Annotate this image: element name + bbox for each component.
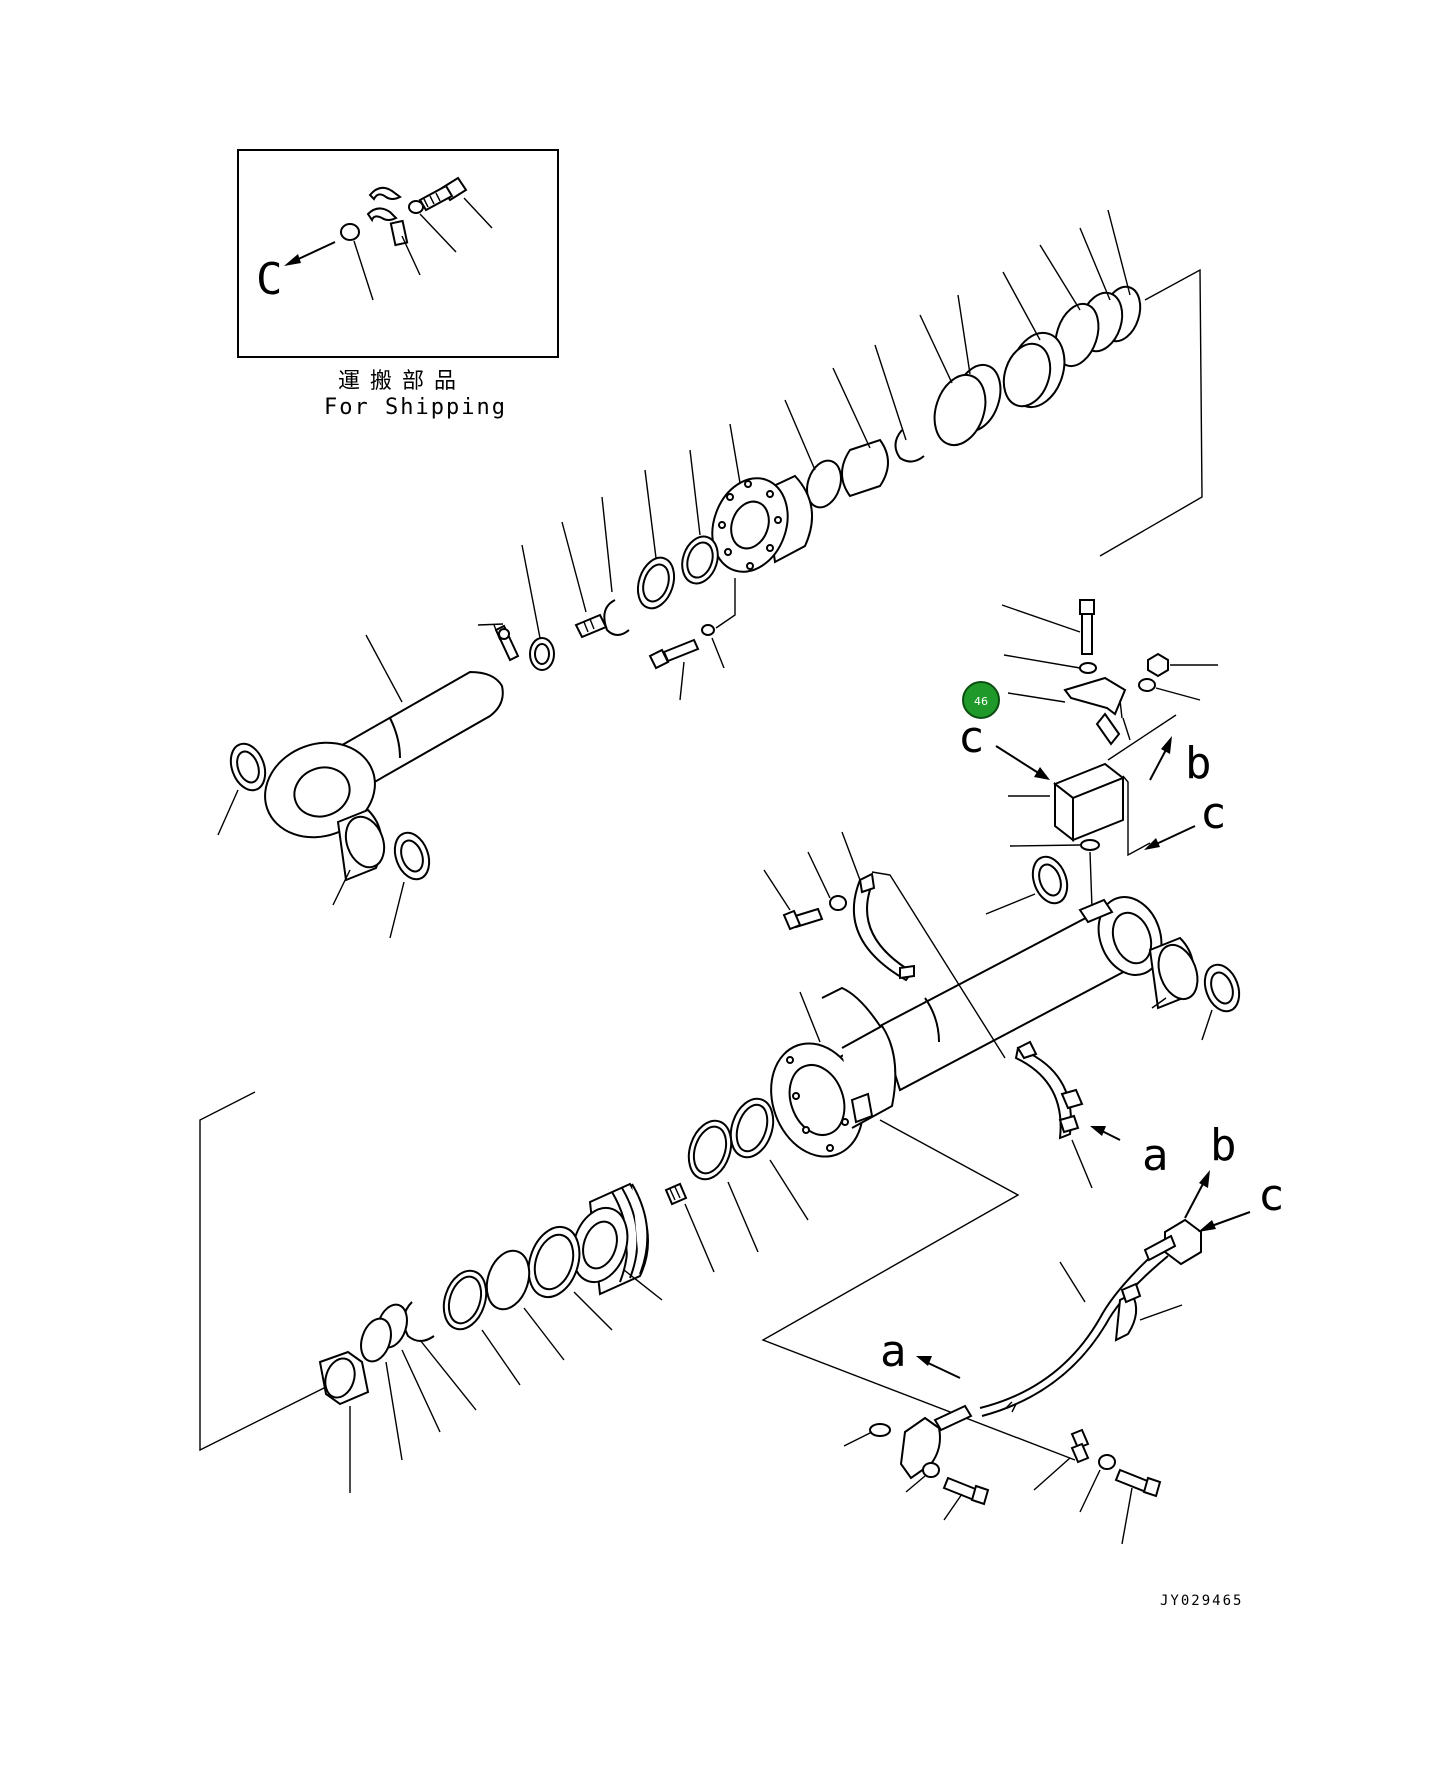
hose-line — [979, 1247, 1169, 1417]
cylinder-head — [711, 474, 813, 573]
callout-c-lower: c — [1258, 1170, 1285, 1221]
inset-caption-jp: 運搬部品 — [338, 369, 466, 394]
flange-washer-left — [922, 1462, 940, 1478]
tube-clamp-upper — [852, 872, 915, 982]
hose-clip — [1070, 1428, 1090, 1464]
bracket-plate — [1063, 676, 1131, 746]
rod-seals — [806, 285, 1142, 509]
flange-washer-right — [1098, 1454, 1116, 1470]
head-bolt — [648, 638, 700, 670]
shipping-inset: C — [237, 149, 559, 358]
bracket-nut-washer — [1138, 678, 1156, 692]
piston-rod — [264, 624, 520, 839]
clamp-washer — [829, 895, 847, 911]
callout-c-right: c — [1200, 788, 1227, 839]
cylinder-tube — [770, 896, 1163, 1158]
clamp-bolt — [782, 907, 824, 931]
flange-bolt-right — [1114, 1468, 1162, 1498]
dowel-pin — [664, 1182, 688, 1206]
rod-group-bracket — [1099, 268, 1203, 557]
piston-backup-ring — [485, 1249, 531, 1311]
tube-clamp-lower — [1014, 1040, 1084, 1140]
block-o-ring — [1080, 839, 1100, 851]
inset-caption-en: For Shipping — [324, 395, 507, 420]
piston — [571, 1182, 649, 1296]
bracket-nut — [1147, 652, 1169, 678]
highlight-badge-number[interactable]: 46 — [974, 695, 988, 708]
head-bolt-washer — [701, 624, 715, 636]
callout-c-upper: c — [958, 712, 985, 763]
inset-o-ring — [340, 223, 360, 241]
set-screw — [574, 613, 608, 639]
flange-bolt-left — [942, 1476, 990, 1506]
piston-nut — [318, 1350, 370, 1406]
inset-bolt — [418, 176, 468, 212]
junction-block — [1053, 762, 1125, 843]
hose-flange-upper — [1143, 1218, 1202, 1266]
tube-end-bushing — [1148, 936, 1199, 1010]
callout-a-lower: a — [880, 1326, 907, 1377]
callout-b-lower: b — [1210, 1120, 1237, 1171]
cushion-ring-3 — [360, 1317, 392, 1363]
drawing-number: JY029465 — [1160, 1593, 1243, 1609]
inset-frame — [237, 149, 559, 358]
piston-group-bracket — [199, 1091, 331, 1452]
snap-ring — [603, 599, 630, 636]
highlight-badge[interactable]: 46 — [962, 681, 1000, 719]
highlight-badge-circle[interactable] — [962, 681, 1000, 719]
bracket-washer — [1079, 662, 1097, 674]
rod-eye-bushing — [336, 808, 386, 882]
callout-a-clamp: a — [1142, 1130, 1169, 1181]
rod-seal-leaders — [784, 209, 1131, 471]
flange-o-ring — [869, 1423, 891, 1437]
callout-b-upper: b — [1185, 738, 1212, 789]
inset-washer — [408, 200, 424, 214]
inset-arrow-label: C — [256, 254, 283, 305]
tube-group-bracket — [761, 1119, 1076, 1461]
elbow-fitting — [1114, 1282, 1142, 1342]
bracket-bolt — [1079, 599, 1095, 655]
inset-clip-bottom — [366, 207, 398, 223]
cushion-ring-1 — [402, 1301, 435, 1342]
inset-clip-top — [368, 186, 402, 201]
